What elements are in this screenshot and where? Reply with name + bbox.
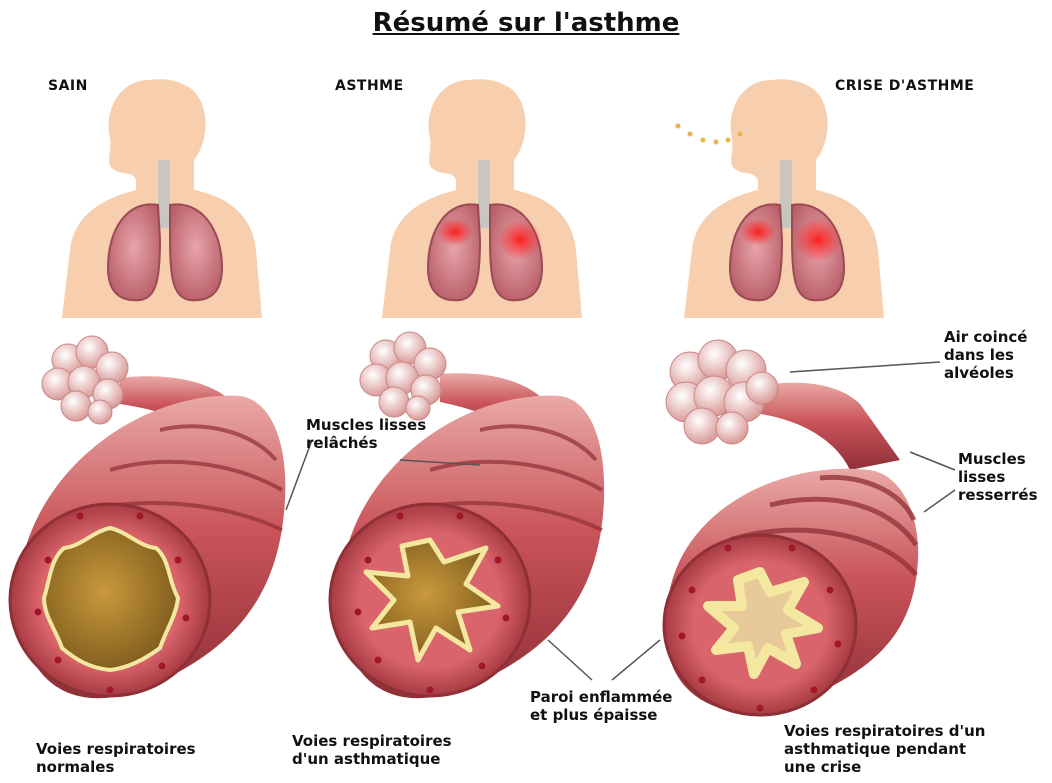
leader-trapped-air (790, 362, 940, 372)
trachea-healthy (158, 160, 170, 228)
airway-asthma (330, 332, 604, 698)
caption-healthy: Voies respiratoires normales (36, 740, 196, 776)
airway-healthy (10, 336, 285, 698)
inflammation-spot (437, 218, 473, 246)
inflammation-spot (794, 218, 842, 262)
caption-asthma-attack: Voies respiratoires d'un asthmatique pen… (784, 722, 985, 776)
alveoli-healthy (42, 336, 128, 424)
torso-asthma-attack (676, 79, 885, 318)
caption-asthma: Voies respiratoires d'un asthmatique (292, 732, 452, 768)
airway-asthma-attack (664, 340, 918, 715)
alveoli-asthma (360, 332, 446, 420)
torso-asthma (382, 79, 582, 318)
label-tight-muscles: Muscles lisses resserrés (958, 450, 1038, 504)
airway-lumen-healthy (44, 528, 178, 670)
torso-healthy (62, 79, 262, 318)
alveoli-asthma-attack (666, 340, 778, 444)
inflammation-spot (498, 220, 542, 260)
label-trapped-air: Air coincé dans les alvéoles (944, 328, 1027, 382)
trachea-asthma-attack (780, 160, 792, 228)
label-inflamed-wall: Paroi enflammée et plus épaisse (530, 688, 672, 724)
leader-wall-right (612, 640, 660, 680)
leader-wall-left (548, 640, 592, 680)
inflammation-spot (740, 218, 776, 246)
leader-tight-1 (910, 452, 955, 470)
trachea-asthma (478, 160, 490, 228)
leader-tight-2 (924, 490, 955, 512)
label-relaxed-muscles: Muscles lisses relâchés (306, 416, 426, 452)
